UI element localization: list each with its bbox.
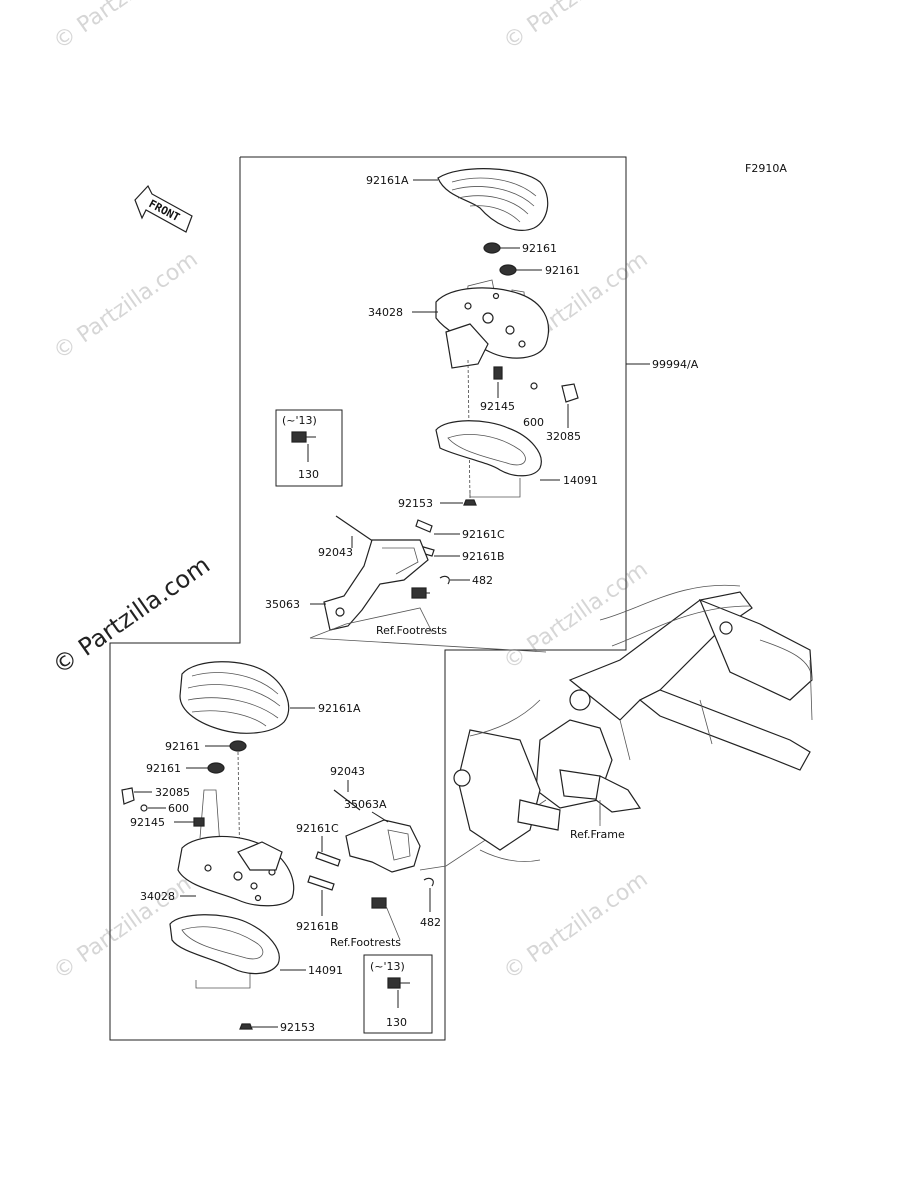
upper-floorboard bbox=[435, 287, 550, 369]
label-lower-damper-1: 92161 bbox=[165, 740, 200, 753]
label-upper-spacer-c: 92161C bbox=[462, 528, 505, 541]
label-upper-bracket: 35063 bbox=[265, 598, 300, 611]
motorcycle-frame bbox=[453, 584, 813, 862]
label-lower-pin: 92043 bbox=[330, 765, 365, 778]
lower-cover bbox=[169, 914, 280, 975]
lower-inset-box: (~'13) 130 bbox=[363, 954, 433, 1034]
watermark-text-large: © Partzilla.com bbox=[47, 551, 215, 680]
lower-rubber-pad bbox=[179, 661, 290, 734]
upper-bracket bbox=[323, 539, 429, 631]
upper-inset-box: (~'13) 130 bbox=[275, 409, 343, 487]
upper-assembly: 92161A 92161 92161 34028 92145 bbox=[265, 168, 598, 653]
label-lower-nut: 92153 bbox=[280, 1021, 315, 1034]
assembly-outline bbox=[109, 156, 650, 1041]
label-upper-pad: 92161A bbox=[366, 174, 409, 187]
lower-inset-bolt-icon bbox=[387, 977, 401, 989]
watermark-text: © Partzilla.com bbox=[499, 867, 652, 985]
lower-spring bbox=[193, 817, 205, 827]
label-upper-board: 34028 bbox=[368, 306, 403, 319]
label-lower-spacer-b: 92161B bbox=[296, 920, 339, 933]
upper-nut bbox=[463, 499, 477, 506]
label-lower-board: 34028 bbox=[140, 890, 175, 903]
label-upper-damper-2: 92161 bbox=[545, 264, 580, 277]
lower-plate bbox=[121, 787, 135, 805]
label-upper-ref-footrests: Ref.Footrests bbox=[376, 624, 447, 637]
label-upper-ball: 600 bbox=[523, 416, 544, 429]
lower-damper-2 bbox=[207, 762, 225, 774]
label-ref-frame: Ref.Frame bbox=[570, 828, 625, 841]
lower-damper-1 bbox=[229, 740, 247, 752]
upper-spacer-c bbox=[415, 519, 433, 533]
lower-floorboard bbox=[177, 835, 295, 907]
lower-assembly: 92161A 92161 92161 32085 600 92145 34 bbox=[121, 661, 547, 1034]
label-upper-spring: 92145 bbox=[480, 400, 515, 413]
watermark-text: © Partzilla.com bbox=[499, 0, 652, 55]
upper-cover bbox=[435, 420, 542, 477]
upper-damper-2 bbox=[499, 264, 517, 276]
upper-rubber-pad bbox=[437, 168, 549, 231]
label-lower-bracket: 35063A bbox=[344, 798, 387, 811]
label-assembly-ref: 99994/A bbox=[652, 358, 699, 371]
label-upper-plate: 32085 bbox=[546, 430, 581, 443]
upper-damper-1 bbox=[483, 242, 501, 254]
lower-ball bbox=[140, 804, 148, 812]
lower-spacer-c bbox=[315, 851, 341, 867]
upper-spring bbox=[493, 366, 503, 380]
upper-ball bbox=[530, 382, 538, 390]
label-upper-cover: 14091 bbox=[563, 474, 598, 487]
label-lower-pad: 92161A bbox=[318, 702, 361, 715]
front-arrow-icon: FRONT bbox=[134, 184, 193, 233]
lower-nut bbox=[239, 1023, 253, 1030]
label-lower-ref-footrests: Ref.Footrests bbox=[330, 936, 401, 949]
lower-bolt bbox=[371, 897, 387, 909]
label-lower-clip: 482 bbox=[420, 916, 441, 929]
lower-clip bbox=[423, 877, 434, 887]
lower-spacer-b bbox=[307, 875, 335, 891]
figure-code: F2910A bbox=[745, 162, 787, 175]
label-lower-ball: 600 bbox=[168, 802, 189, 815]
label-upper-spacer-b: 92161B bbox=[462, 550, 505, 563]
watermark-text: © Partzilla.com bbox=[49, 247, 202, 365]
upper-plate bbox=[561, 383, 579, 403]
label-upper-damper-1: 92161 bbox=[522, 242, 557, 255]
upper-bracket-group: 92043 92161C 92161B 482 35063 Ref.Footre… bbox=[265, 515, 547, 653]
upper-bolt bbox=[411, 587, 427, 599]
lower-inset-part: 130 bbox=[386, 1016, 407, 1029]
watermark-text: © Partzilla.com bbox=[49, 0, 202, 55]
label-lower-cover: 14091 bbox=[308, 964, 343, 977]
label-lower-plate: 32085 bbox=[155, 786, 190, 799]
upper-inset-bolt-icon bbox=[291, 431, 307, 443]
upper-inset-range: (~'13) bbox=[282, 414, 317, 427]
lower-inset-range: (~'13) bbox=[370, 960, 405, 973]
upper-clip bbox=[439, 575, 450, 585]
label-upper-nut: 92153 bbox=[398, 497, 433, 510]
label-lower-damper-2: 92161 bbox=[146, 762, 181, 775]
label-lower-spacer-c: 92161C bbox=[296, 822, 339, 835]
label-lower-spring: 92145 bbox=[130, 816, 165, 829]
label-upper-pin: 92043 bbox=[318, 546, 353, 559]
lower-bracket-group: 92043 35063A 92161C 92161B 482 Ref.Footr… bbox=[296, 765, 547, 949]
label-upper-clip: 482 bbox=[472, 574, 493, 587]
upper-inset-part: 130 bbox=[298, 468, 319, 481]
